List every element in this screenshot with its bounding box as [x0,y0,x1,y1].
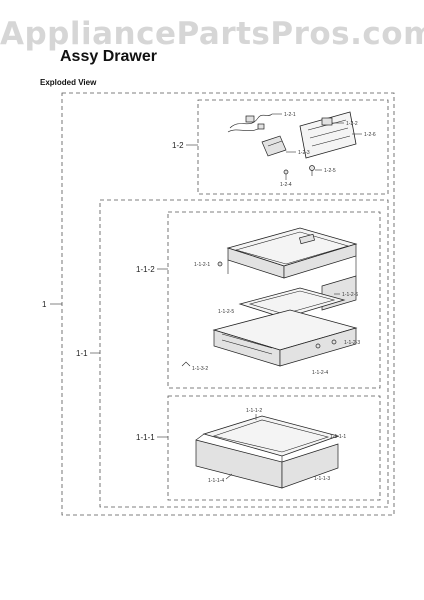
label-1-1-3-2: 1-1-3-2 [192,366,208,372]
label-1-2: 1-2 [172,141,184,150]
part-tray-1-1-2-4 [212,309,358,367]
label-1-2-6: 1-2-6 [364,132,376,138]
watermark-logo: AppliancePartsPros.com [0,16,424,52]
frame-1-1-1 [167,395,381,501]
part-rail-1-1-2-6 [238,287,346,319]
label-1-1-2-3: 1-1-2-3 [344,340,360,346]
part-screw-1-1-2-3 [315,339,337,349]
label-1-1: 1-1 [76,349,88,358]
label-1-1-1-2: 1-1-1-2 [246,408,262,414]
label-1: 1 [42,300,47,309]
frame-1-2 [197,99,389,195]
label-1-1-1-3: 1-1-1-3 [314,476,330,482]
view-subtitle: Exploded View [40,78,97,87]
label-1-1-2-5: 1-1-2-5 [218,309,234,315]
page-title: Assy Drawer [60,48,157,65]
label-1-2-4: 1-2-4 [280,182,292,188]
label-1-2-3: 1-2-3 [298,150,310,156]
part-drawer-1-1-1 [195,415,340,489]
label-1-2-1: 1-2-1 [284,112,296,118]
part-clip-1-2-4 [283,169,289,175]
label-1-1-2-1: 1-1-2-1 [194,262,210,268]
label-1-2-5: 1-2-5 [324,168,336,174]
part-harness-1-2-1 [227,113,273,133]
label-1-1-1-4: 1-1-1-4 [208,478,224,484]
label-1-1-1: 1-1-1 [136,433,155,442]
frame-1-1 [99,199,389,508]
label-1-2-2: 1-2-2 [346,121,358,127]
part-screw-1-1-2-1 [217,261,223,267]
label-1-1-2: 1-1-2 [136,265,155,274]
part-switch-1-2-3 [261,135,287,157]
part-bracket-1-2-6 [299,111,357,159]
part-clip-1-1-3-2 [181,361,191,367]
label-1-1-2-6: 1-1-2-6 [342,292,358,298]
frame-1-1-2 [167,211,381,389]
label-1-1-1-1: 1-1-1-1 [330,434,346,440]
part-screw-1-2-5 [309,165,315,176]
label-1-1-2-4: 1-1-2-4 [312,370,328,376]
